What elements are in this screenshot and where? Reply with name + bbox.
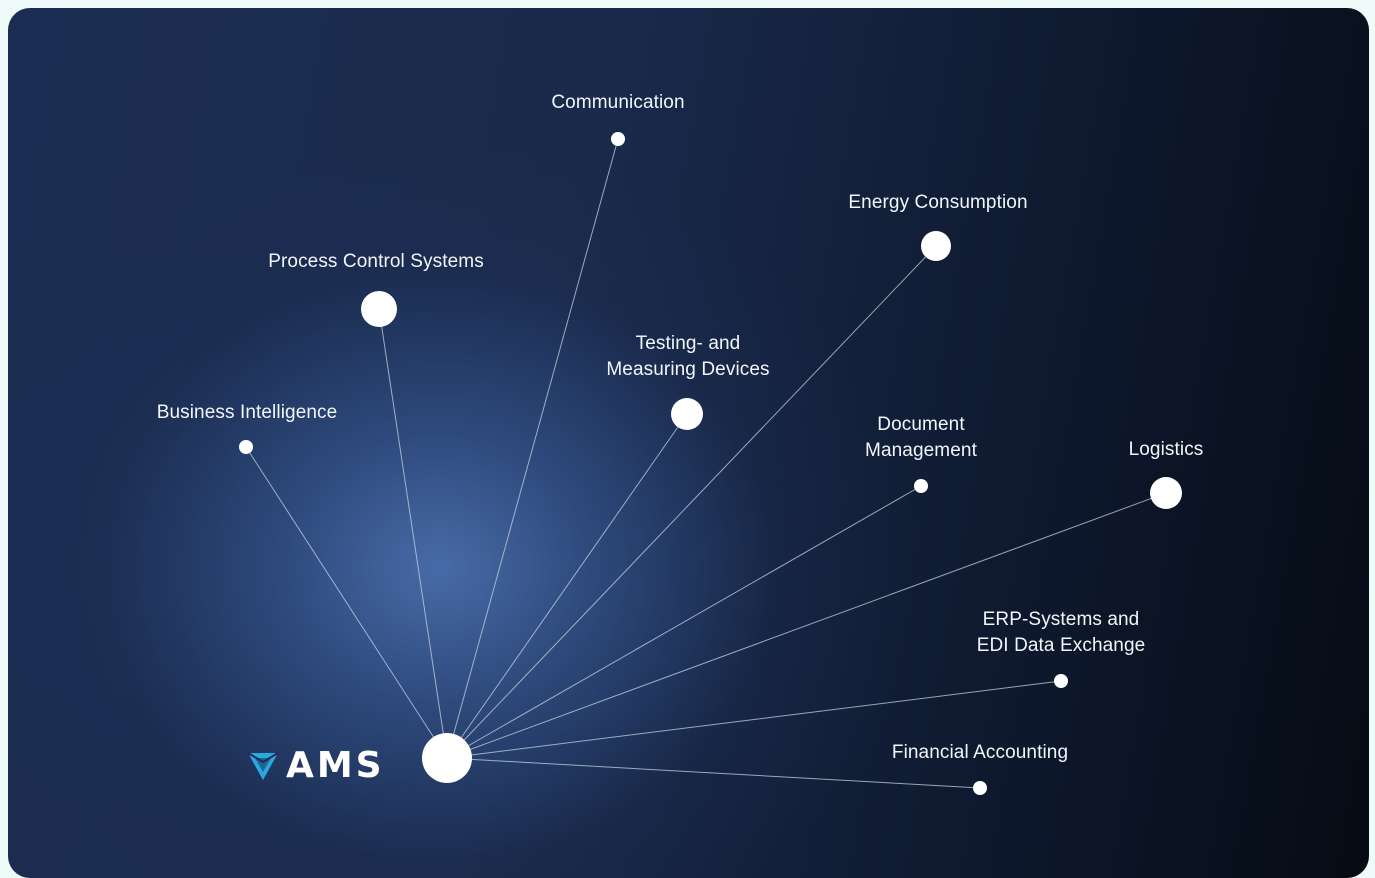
ams-logo: AMS xyxy=(246,746,385,786)
node-testing-measuring-devices xyxy=(671,398,703,430)
connection-diagram xyxy=(239,132,1182,795)
connector-logistics xyxy=(446,492,1167,759)
node-communication xyxy=(611,132,625,146)
label-energy-consumption: Energy Consumption xyxy=(848,192,1028,213)
node-energy-consumption xyxy=(921,231,951,261)
label-logistics: Logistics xyxy=(1128,439,1204,460)
diagram-card: Communication Energy Consumption Process… xyxy=(8,8,1369,878)
connector-erp-systems-edi xyxy=(446,680,1062,759)
connector-communication xyxy=(446,138,619,759)
ams-logo-text: AMS xyxy=(286,745,385,786)
ams-triangle-logo-icon xyxy=(247,752,279,780)
label-process-control-systems: Process Control Systems xyxy=(268,251,484,272)
connector-testing-measuring-devices xyxy=(446,413,688,759)
connector-process-control-systems xyxy=(378,308,448,759)
label-financial-accounting: Financial Accounting xyxy=(891,742,1069,763)
connector-document-management xyxy=(446,485,922,759)
label-business-intelligence: Business Intelligence xyxy=(156,402,338,423)
connector-financial-accounting xyxy=(446,757,981,789)
node-business-intelligence xyxy=(239,440,253,454)
label-communication: Communication xyxy=(551,92,685,113)
label-testing-measuring-devices: Testing- and Measuring Devices xyxy=(606,333,770,380)
node-document-management xyxy=(914,479,928,493)
node-process-control-systems xyxy=(361,291,397,327)
connector-energy-consumption xyxy=(446,245,937,759)
hub-node xyxy=(422,733,472,783)
connector-business-intelligence xyxy=(245,446,448,759)
node-erp-systems-edi xyxy=(1054,674,1068,688)
node-logistics xyxy=(1150,477,1182,509)
label-document-management: Document Management xyxy=(865,414,977,461)
node-financial-accounting xyxy=(973,781,987,795)
label-erp-systems-edi: ERP-Systems and EDI Data Exchange xyxy=(976,609,1146,656)
